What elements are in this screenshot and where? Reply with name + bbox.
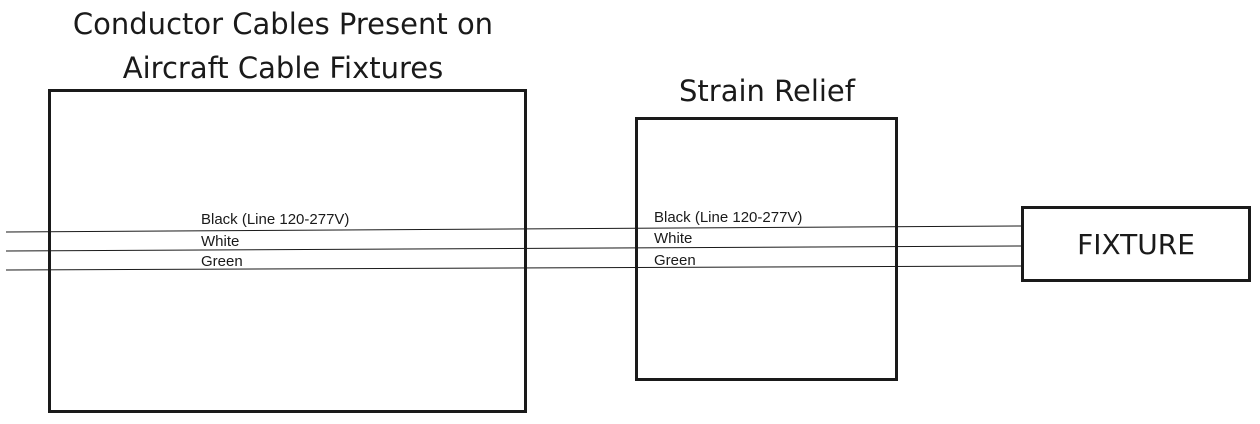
green-wire-label-left: Green <box>201 253 243 270</box>
black-wire-label-right: Black (Line 120-277V) <box>654 209 803 226</box>
left-box-title-line-1: Conductor Cables Present on <box>72 7 494 41</box>
strain-relief-box <box>635 117 898 381</box>
cable-fixtures-box <box>48 89 527 413</box>
strain-relief-title: Strain Relief <box>679 74 855 108</box>
white-wire-label-right: White <box>654 230 693 247</box>
left-box-title-line-2: Aircraft Cable Fixtures <box>122 51 444 85</box>
white-wire-label-left: White <box>201 233 240 250</box>
left-box-title: Conductor Cables Present on Aircraft Cab… <box>48 2 518 90</box>
fixture-label: FIXTURE <box>1077 227 1195 261</box>
black-wire-label-left: Black (Line 120-277V) <box>201 211 350 228</box>
fixture-box: FIXTURE <box>1021 206 1251 282</box>
green-wire-label-right: Green <box>654 252 696 269</box>
